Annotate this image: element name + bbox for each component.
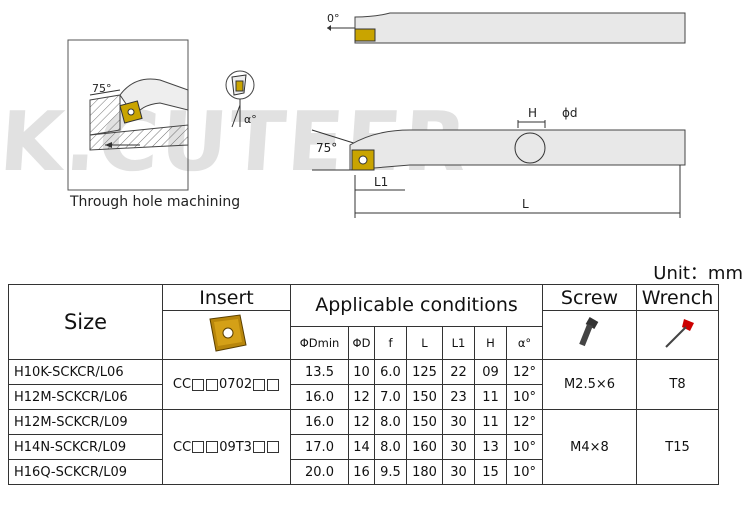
screw-icon [578, 317, 598, 347]
l-cell: 150 [406, 409, 443, 435]
col-alpha: α° [506, 325, 543, 361]
dmin-cell: 16.0 [290, 384, 349, 410]
spec-table: Size Insert Applicable conditions Screw … [8, 284, 719, 485]
l-cell: 125 [406, 359, 443, 385]
f-cell: 6.0 [374, 359, 407, 385]
dmin-cell: 17.0 [290, 434, 349, 460]
d-cell: 16 [348, 459, 375, 485]
l-cell: 150 [406, 384, 443, 410]
h-cell: 13 [474, 434, 507, 460]
side-angle-label: 75° [316, 141, 337, 155]
l1-cell: 30 [442, 434, 475, 460]
h-cell: 11 [474, 409, 507, 435]
tool-top-view: 0° [327, 12, 686, 44]
alpha-cell: 10° [506, 434, 543, 460]
col-dmin: ΦDmin [290, 325, 349, 361]
header-screw: Screw [542, 284, 637, 311]
l-cell: 180 [406, 459, 443, 485]
entry-angle-label: 75° [92, 82, 112, 95]
size-cell: H12M-SCKCR/L06 [8, 384, 163, 410]
d-cell: 14 [348, 434, 375, 460]
col-f: f [374, 325, 407, 361]
dmin-cell: 16.0 [290, 409, 349, 435]
size-cell: H16Q-SCKCR/L09 [8, 459, 163, 485]
screw-cell: M2.5×6 [542, 359, 637, 410]
h-dimension-label: H [528, 106, 537, 120]
col-h: H [474, 325, 507, 361]
f-cell: 7.0 [374, 384, 407, 410]
h-cell: 09 [474, 359, 507, 385]
alpha-angle-label: α° [244, 113, 257, 126]
table-row: H16Q-SCKCR/L09 20.0 16 9.5 180 30 15 10° [8, 459, 719, 485]
header-wrench: Wrench [636, 284, 719, 311]
unit-label: Unit：mm [653, 263, 743, 284]
l1-cell: 30 [442, 409, 475, 435]
insert-image [208, 314, 247, 352]
l1-cell: 30 [442, 459, 475, 485]
f-cell: 9.5 [374, 459, 407, 485]
insert-detail-diagram: α° [225, 70, 257, 128]
d-cell: 10 [348, 359, 375, 385]
col-d: ΦD [348, 325, 375, 361]
l-cell: 160 [406, 434, 443, 460]
f-cell: 8.0 [374, 409, 407, 435]
insert-image-cell [162, 310, 291, 360]
phid-dimension-label: ϕd [562, 106, 578, 120]
header-size: Size [8, 284, 163, 360]
tool-side-view: 75° H ϕd L1 L [311, 106, 686, 218]
size-cell: H12M-SCKCR/L09 [8, 409, 163, 435]
alpha-cell: 10° [506, 384, 543, 410]
zero-angle-label: 0° [327, 12, 340, 25]
l1-cell: 23 [442, 384, 475, 410]
alpha-cell: 10° [506, 459, 543, 485]
through-hole-diagram: 75° [67, 39, 189, 191]
drawing-caption: Through hole machining [70, 194, 241, 210]
size-cell: H14N-SCKCR/L09 [8, 434, 163, 460]
f-cell: 8.0 [374, 434, 407, 460]
d-cell: 12 [348, 409, 375, 435]
wrench-icon [664, 319, 694, 348]
wrench-cell: T8 [636, 359, 719, 410]
alpha-cell: 12° [506, 359, 543, 385]
col-l1: L1 [442, 325, 475, 361]
size-cell: H10K-SCKCR/L06 [8, 359, 163, 385]
wrench-image-cell [636, 310, 719, 360]
screw-cell: M4×8 [542, 409, 637, 485]
dmin-cell: 13.5 [290, 359, 349, 385]
l1-dimension-label: L1 [374, 175, 388, 189]
header-insert: Insert [162, 284, 291, 311]
header-conditions: Applicable conditions [290, 284, 543, 327]
l-dimension-label: L [522, 197, 529, 211]
d-cell: 12 [348, 384, 375, 410]
h-cell: 15 [474, 459, 507, 485]
l1-cell: 22 [442, 359, 475, 385]
alpha-cell: 12° [506, 409, 543, 435]
h-cell: 11 [474, 384, 507, 410]
col-l: L [406, 325, 443, 361]
dmin-cell: 20.0 [290, 459, 349, 485]
wrench-cell: T15 [636, 409, 719, 485]
screw-image-cell [542, 310, 637, 360]
